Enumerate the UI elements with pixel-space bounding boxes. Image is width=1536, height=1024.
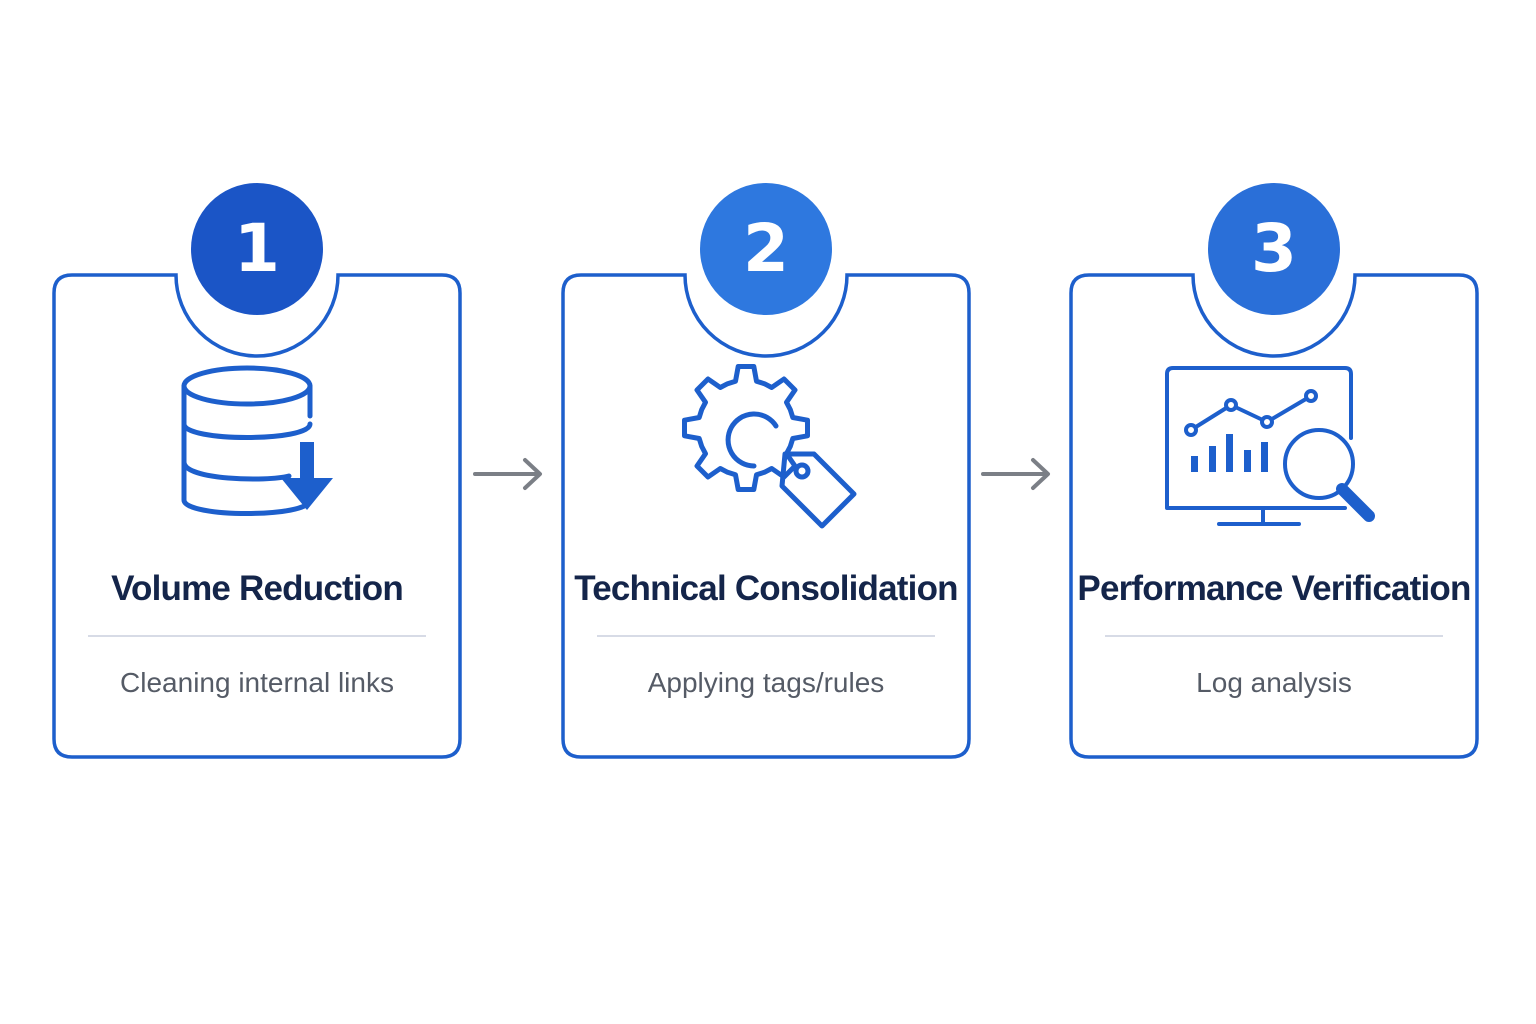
monitor-chart-magnifier-icon	[1165, 366, 1375, 526]
card-outline	[52, 273, 462, 759]
gear-tag-icon	[682, 364, 857, 529]
step-subtitle: Applying tags/rules	[647, 667, 885, 698]
step-number: 1	[234, 210, 280, 287]
database-down-arrow-icon	[181, 365, 333, 516]
step-title: Volume Reduction	[111, 569, 404, 608]
step-card-3: 3 Performance Veri	[1069, 183, 1479, 759]
gear-icon	[682, 364, 810, 492]
step-divider	[597, 635, 935, 637]
step-title: Performance Verification	[1077, 569, 1471, 608]
card-outline	[561, 273, 971, 759]
step-subtitle: Log analysis	[1196, 667, 1352, 698]
step-title: Technical Consolidation	[574, 569, 958, 608]
step-subtitle: Cleaning internal links	[120, 667, 394, 698]
step-card-2: 2 Technical Consolidation Applying tags/…	[561, 183, 971, 759]
step-number-badge: 1	[191, 183, 323, 315]
magnifier-icon	[1283, 428, 1355, 500]
arrow-right-icon	[981, 458, 1050, 490]
tag-icon	[779, 451, 857, 529]
step-number: 3	[1251, 210, 1297, 287]
step-number-badge: 3	[1208, 183, 1340, 315]
step-number-badge: 2	[700, 183, 832, 315]
monitor-icon	[1165, 366, 1353, 510]
card-outline	[1069, 273, 1479, 759]
step-number: 2	[743, 210, 789, 287]
step-divider	[1105, 635, 1443, 637]
step-divider	[88, 635, 426, 637]
arrow-right-icon	[473, 458, 542, 490]
step-card-1: 1 Volume Reduction Cleaning internal lin…	[52, 183, 462, 759]
